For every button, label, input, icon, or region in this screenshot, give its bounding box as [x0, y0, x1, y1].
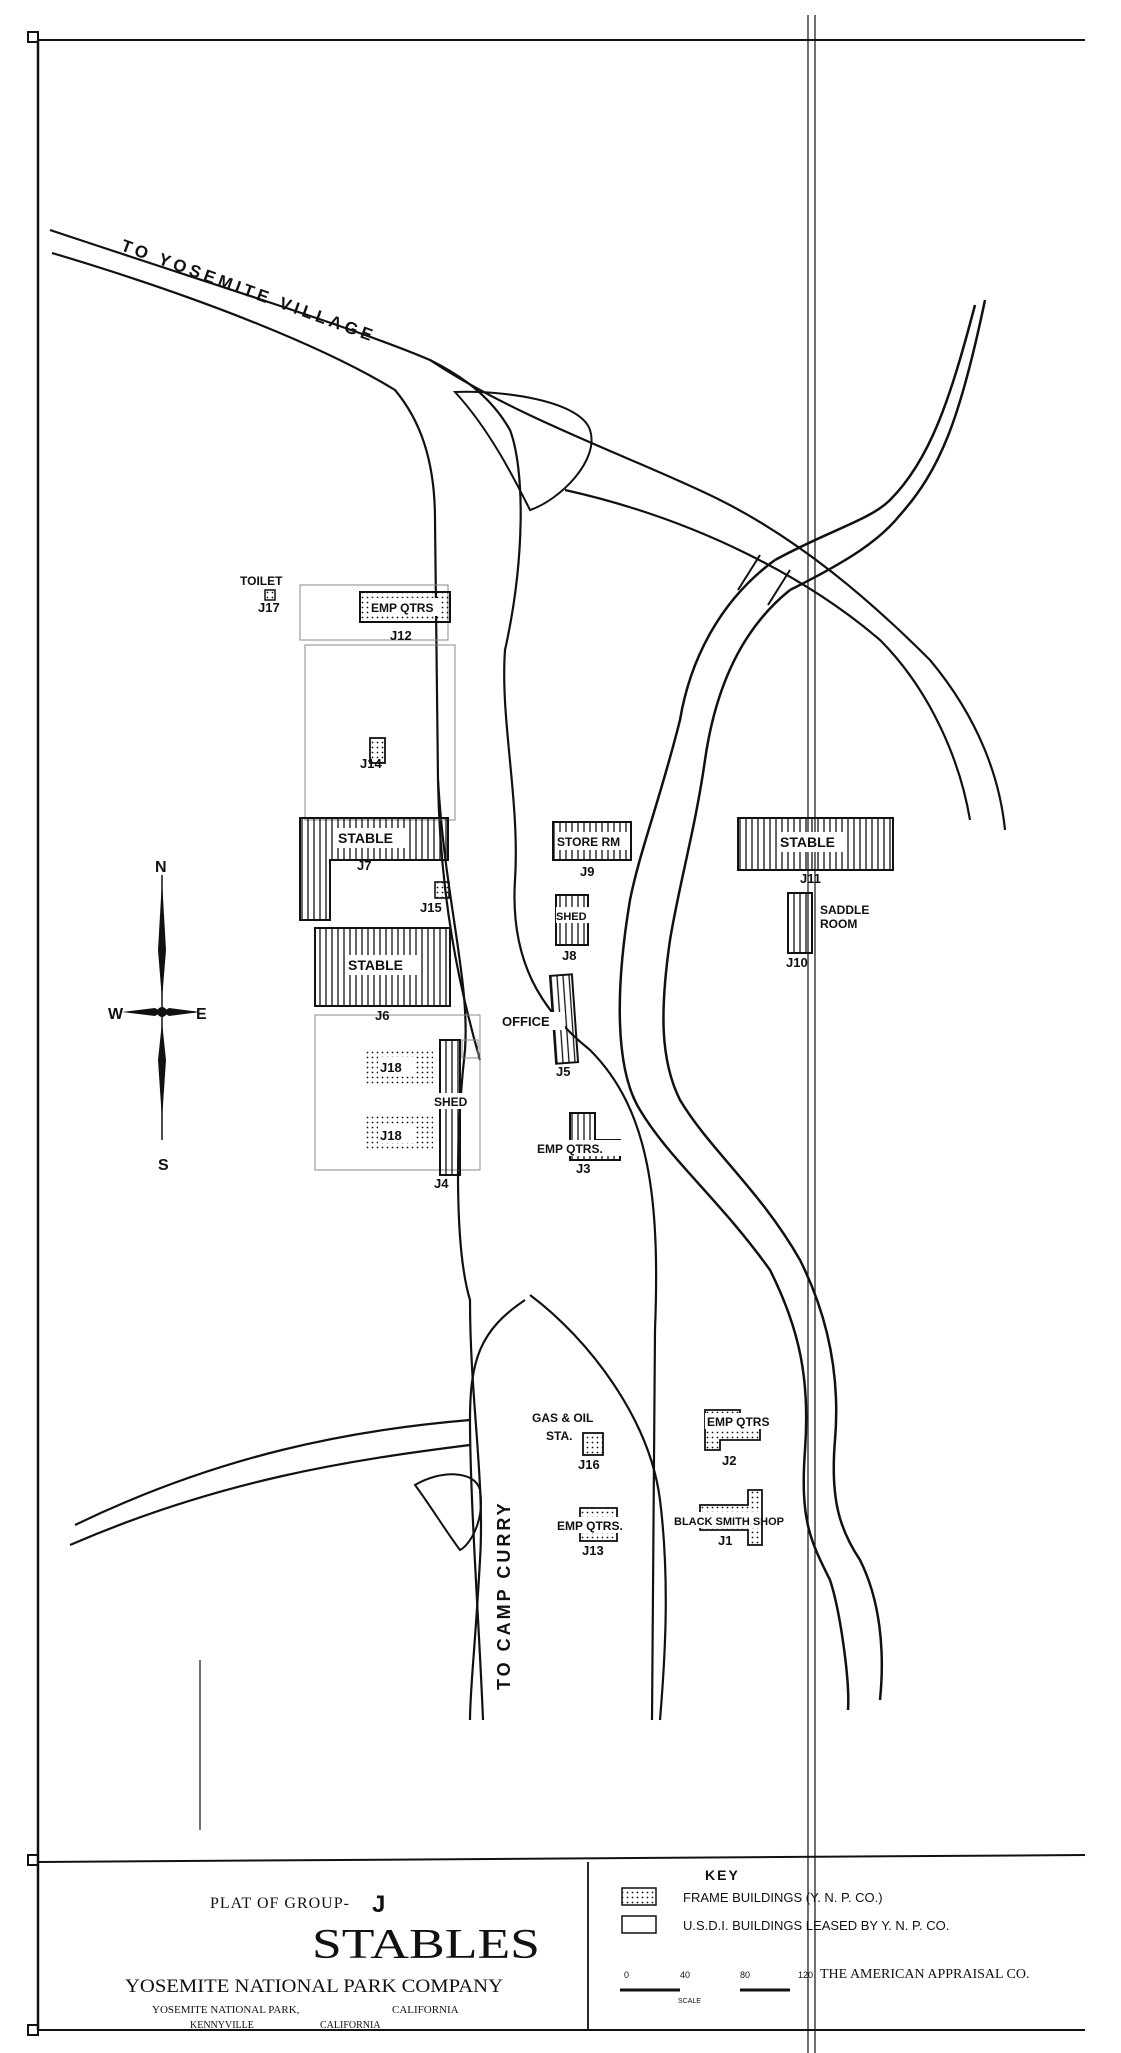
- building-j18-lower: J18: [365, 1115, 433, 1149]
- building-j2-emp-qtrs: EMP QTRS J2: [704, 1409, 800, 1468]
- location-line1-b: CALIFORNIA: [392, 2004, 459, 2016]
- building-j3-name: EMP QTRS.: [537, 1142, 603, 1156]
- building-j16-name-line2: STA.: [546, 1429, 572, 1443]
- building-j4-id: J4: [434, 1176, 449, 1191]
- building-j1-id: J1: [718, 1533, 732, 1548]
- building-j11-name: STABLE: [780, 834, 835, 850]
- compass-w: W: [108, 1006, 124, 1023]
- building-j6-stable: STABLE J6: [314, 927, 451, 1023]
- building-j6-name: STABLE: [348, 957, 403, 973]
- building-j10-saddle-room: SADDLE ROOM J10: [786, 892, 869, 970]
- building-j1-blacksmith: BLACK SMITH SHOP J1: [672, 1489, 784, 1548]
- building-j4-name: SHED: [434, 1095, 468, 1109]
- appraiser-name: THE AMERICAN APPRAISAL CO.: [820, 1967, 1030, 1982]
- building-j10-id: J10: [786, 955, 808, 970]
- building-j15-id: J15: [420, 900, 442, 915]
- title-block: PLAT OF GROUP- J STABLES YOSEMITE NATION…: [125, 1862, 589, 2031]
- scale-120: 120: [798, 1970, 813, 1980]
- building-j3-emp-qtrs: EMP QTRS. J3: [535, 1112, 625, 1176]
- building-j2-name: EMP QTRS: [707, 1415, 769, 1429]
- building-j16-id: J16: [578, 1457, 600, 1472]
- building-j7-name: STABLE: [338, 830, 393, 846]
- road-islands: [413, 390, 593, 1552]
- scale-bar: 0 40 80 120 SCALE: [620, 1970, 813, 2005]
- scale-40: 40: [680, 1970, 690, 1980]
- building-j9-id: J9: [580, 864, 594, 879]
- building-j4-shed: SHED J4: [433, 1039, 475, 1191]
- building-j17-toilet: TOILET J17: [240, 574, 283, 615]
- building-j10-name-line2: ROOM: [820, 917, 857, 931]
- building-j18-upper: J18: [365, 1050, 433, 1084]
- building-j6-id: J6: [375, 1008, 389, 1023]
- building-j17-name: TOILET: [240, 574, 283, 588]
- location-line1-a: YOSEMITE NATIONAL PARK,: [152, 2004, 300, 2016]
- building-j13-id: J13: [582, 1543, 604, 1558]
- compass-rose: N S E W: [108, 859, 207, 1174]
- building-j8-id: J8: [562, 948, 576, 963]
- building-j8-name: SHED: [556, 911, 587, 923]
- scale-label: SCALE: [678, 1998, 701, 2005]
- compass-e: E: [196, 1006, 207, 1023]
- building-j9-name: STORE RM: [557, 835, 620, 849]
- map-border: [27, 15, 1086, 2053]
- title-stables: STABLES: [312, 1922, 540, 1968]
- building-j16-gas-oil: GAS & OIL STA. J16: [532, 1411, 604, 1472]
- building-j12-id: J12: [390, 628, 412, 643]
- location-line2-a: KENNYVILLE: [190, 2020, 254, 2031]
- building-j12-emp-qtrs: EMP QTRS J12: [359, 591, 451, 643]
- bridge: [737, 554, 791, 606]
- building-j7-id: J7: [357, 858, 371, 873]
- building-j7-stable: STABLE J7: [299, 817, 449, 921]
- building-j13-emp-qtrs: EMP QTRS. J13: [555, 1507, 640, 1558]
- building-j14: J14: [360, 737, 386, 771]
- location-line2-b: CALIFORNIA: [320, 2020, 381, 2031]
- road-network: [49, 228, 1007, 1721]
- building-j10-name-line1: SADDLE: [820, 903, 869, 917]
- building-j18a-id: J18: [380, 1060, 402, 1075]
- building-j2-id: J2: [722, 1453, 736, 1468]
- building-j15: J15: [420, 881, 450, 915]
- building-j13-name: EMP QTRS.: [557, 1519, 623, 1533]
- building-j16-name-line1: GAS & OIL: [532, 1411, 593, 1425]
- plat-of-group: PLAT OF GROUP-: [210, 1895, 350, 1912]
- compass-n: N: [155, 859, 167, 876]
- building-j17-id: J17: [258, 600, 280, 615]
- compass-s: S: [158, 1157, 169, 1174]
- key-heading: KEY: [705, 1867, 740, 1883]
- building-j11-id: J11: [800, 871, 821, 886]
- building-j5-office: OFFICE J5: [500, 973, 580, 1079]
- building-j12-name: EMP QTRS: [371, 601, 433, 615]
- building-j3-id: J3: [576, 1161, 590, 1176]
- legend-key: KEY FRAME BUILDINGS (Y. N. P. CO.) U.S.D…: [620, 1867, 1030, 2005]
- building-j8-shed: SHED J8: [555, 894, 590, 963]
- scale-80: 80: [740, 1970, 750, 1980]
- key-frame-swatch: [621, 1887, 657, 1906]
- key-usdi-label: U.S.D.I. BUILDINGS LEASED BY Y. N. P. CO…: [683, 1918, 949, 1933]
- building-j5-name: OFFICE: [502, 1014, 550, 1029]
- building-j9-store-room: STORE RM J9: [552, 821, 632, 879]
- merced-river: [618, 299, 987, 1711]
- group-letter: J: [372, 1891, 385, 1918]
- key-usdi-swatch: [621, 1915, 657, 1934]
- company-name: YOSEMITE NATIONAL PARK COMPANY: [125, 1976, 503, 1997]
- building-j11-stable: STABLE J11: [737, 817, 894, 886]
- building-j18b-id: J18: [380, 1128, 402, 1143]
- key-frame-label: FRAME BUILDINGS (Y. N. P. CO.): [683, 1890, 883, 1905]
- road-label-to-village: TO YOSEMITE VILLAGE: [119, 236, 379, 346]
- road-label-to-curry: TO CAMP CURRY: [494, 1500, 514, 1690]
- building-j14-id: J14: [360, 756, 382, 771]
- building-j5-id: J5: [556, 1064, 570, 1079]
- scale-0: 0: [624, 1970, 629, 1980]
- building-j1-name: BLACK SMITH SHOP: [674, 1516, 784, 1528]
